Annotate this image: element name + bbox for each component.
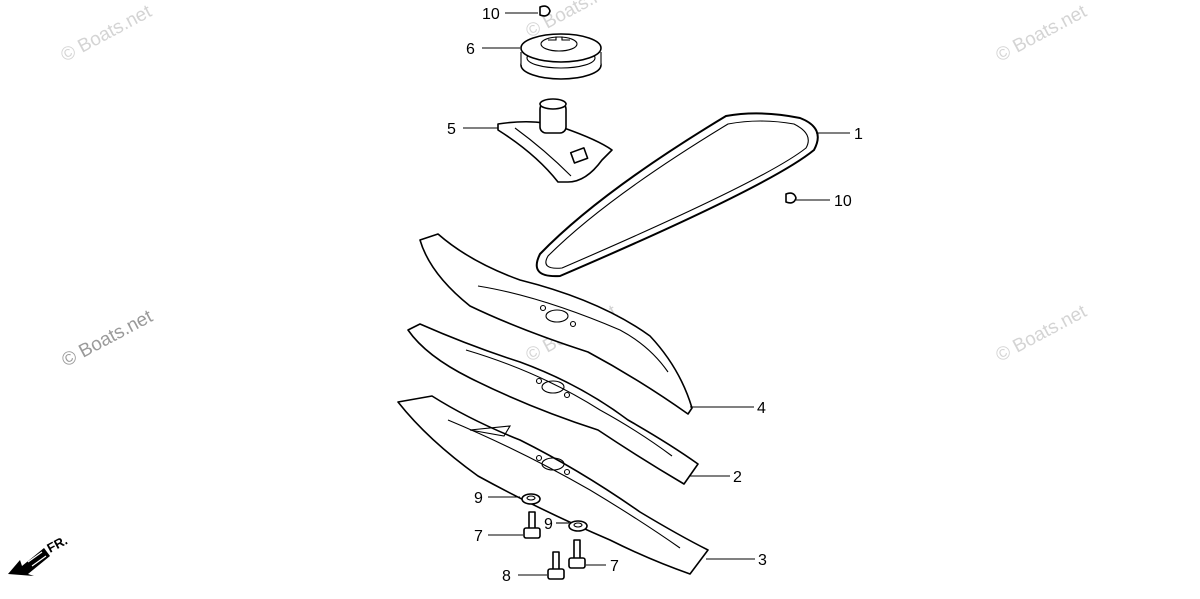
blade-top-part: [419, 233, 754, 415]
callout-9-right: 9: [544, 516, 553, 533]
callout-4: 4: [757, 400, 766, 417]
nut-left-part: [488, 493, 541, 505]
washer-right-part: [785, 192, 830, 204]
blade-middle-part: [407, 323, 730, 485]
front-arrow-icon: [8, 548, 51, 576]
callout-8: 8: [502, 568, 511, 585]
bolt-right-part: [568, 539, 606, 569]
bolt-left-part: [488, 511, 541, 539]
front-direction-label: FR.: [44, 533, 70, 556]
callout-6: 6: [466, 41, 475, 58]
callout-7-right: 7: [610, 558, 619, 575]
callout-10-top: 10: [482, 6, 500, 23]
bolt-bottom-part: [518, 551, 565, 580]
watermark: © Boats.net: [57, 1, 155, 67]
nut-right-part: [556, 520, 588, 532]
washer-top-part: [505, 5, 551, 17]
belt-part: [535, 112, 850, 278]
watermark: © Boats.net: [58, 306, 156, 372]
callout-10-right: 10: [834, 193, 852, 210]
callout-2: 2: [733, 469, 742, 486]
callout-7-left: 7: [474, 528, 483, 545]
pulley-part: [482, 33, 602, 80]
watermark: © Boats.net: [992, 301, 1090, 367]
blade-holder-part: [463, 98, 613, 183]
callout-1: 1: [854, 126, 863, 143]
watermark: © Boats.net: [992, 1, 1090, 67]
callout-9-left: 9: [474, 490, 483, 507]
callout-5: 5: [447, 121, 456, 138]
callout-3: 3: [758, 552, 767, 569]
blade-bottom-part: [397, 395, 755, 575]
